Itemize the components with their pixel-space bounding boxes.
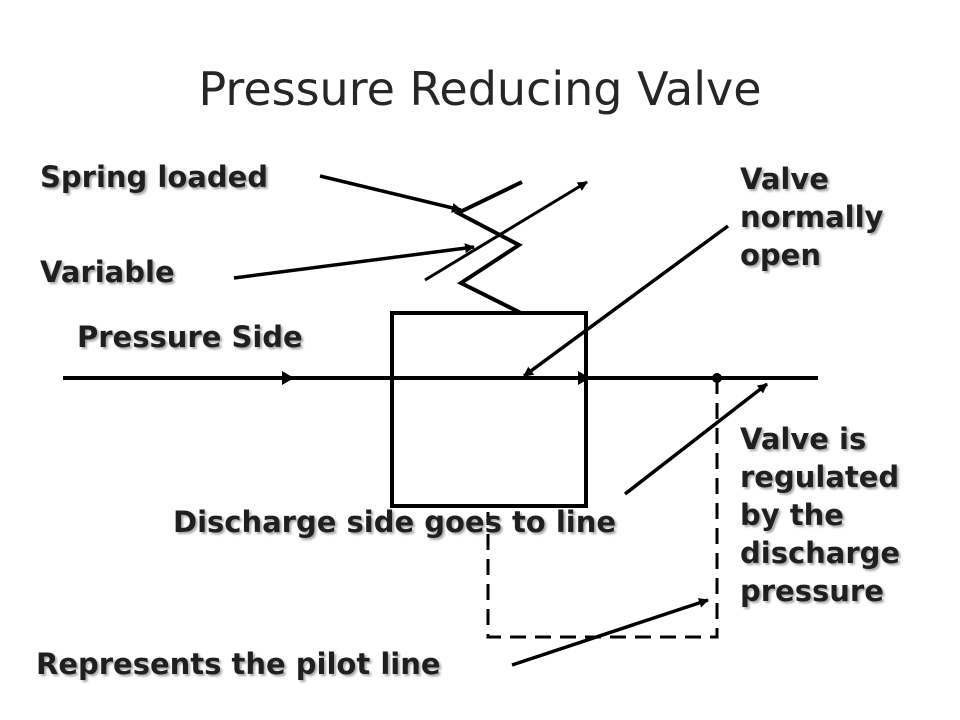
- label-valve-regulated: Valve is regulated by the discharge pres…: [740, 422, 901, 608]
- label-pilot-line: Represents the pilot line: [36, 647, 441, 681]
- valve-body-box: [390, 311, 588, 508]
- pilot-tap-point: [712, 373, 722, 383]
- label-variable: Variable: [40, 255, 175, 289]
- label-pressure-side: Pressure Side: [77, 320, 303, 354]
- label-spring-loaded: Spring loaded: [40, 160, 269, 194]
- label-valve-normally-open: Valve normally open: [740, 162, 884, 272]
- spring-zigzag: [453, 180, 523, 315]
- variable-pointer: [233, 243, 475, 280]
- spring-loaded-pointer: [319, 174, 462, 213]
- regulated-pointer: [623, 382, 769, 496]
- label-discharge-side: Discharge side goes to line: [173, 505, 617, 539]
- pilot-line-dashed: [486, 378, 719, 639]
- flow-arrowhead-left: [282, 371, 294, 385]
- variable-adjust-arrow: [424, 180, 588, 282]
- valve-open-pointer: [522, 224, 730, 378]
- page-title: Pressure Reducing Valve: [198, 62, 762, 116]
- pilot-line-pointer: [511, 598, 709, 667]
